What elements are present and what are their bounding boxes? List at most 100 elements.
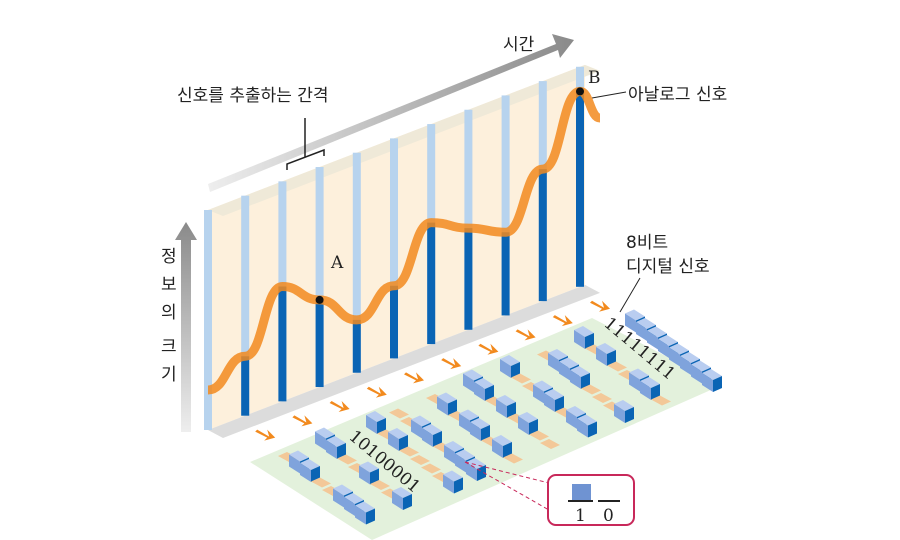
bit-cube-top [444,441,464,452]
bit-cube-left [518,416,529,435]
bit-cube-left [333,488,344,508]
magnitude-label-1: 정 [161,247,177,267]
bit-cube-left [566,410,577,429]
down-arrow-icon [441,358,462,370]
bit-cube-right [581,373,590,389]
sample-bar [576,91,584,287]
legend-zero: 0 [603,506,614,526]
down-arrow-icon [292,415,313,427]
point-a-marker [315,295,324,304]
sample-bar [390,285,398,359]
bit-cube-top [422,424,442,435]
bit-cube-top [443,470,463,482]
bit-cube-left [444,445,455,464]
bit-cube-top [702,369,722,380]
bit-cube-right [713,376,722,392]
bit-cube-left [466,462,477,481]
sample-bar [315,299,324,388]
bit-zero-tile [389,408,409,419]
sample-bar [501,232,510,316]
bit-cube-top [680,352,700,363]
down-arrow-icon [515,329,536,341]
bit-zero-tile [421,463,441,474]
bit-cube-top [289,450,309,462]
sample-bar [427,222,436,345]
bit-cube-left [315,431,326,451]
sample-bar-track [352,152,361,373]
bit-cube-left [411,419,422,439]
bit-cube-left [669,347,680,367]
bit-cube-top [392,487,412,498]
bit-cube-left [500,359,511,378]
bit-cube-left [455,453,466,473]
sample-bar [538,169,547,302]
cube-one-icon [572,484,591,501]
wall-floor [208,284,600,438]
bit-cube-left [289,454,300,474]
sampling-interval-label: 신호를 추출하는 간격 [177,86,329,106]
bit-zero-tile [410,455,430,465]
bit-cube-top [366,411,386,422]
bit-cube-right [311,466,320,482]
sample-bar-track [315,167,324,388]
bit-cube-left [574,330,585,349]
sample-bar [352,319,361,373]
bit-cube-top [596,343,616,354]
sample-bar-track [501,95,510,316]
bit-cube-top [315,427,335,439]
bit-zero-tile [607,361,627,372]
bit-cube-right [433,431,442,447]
bit-cube-top [658,335,678,346]
bit-cube-top [355,501,375,513]
axis-bar [204,210,212,430]
bit-zero-tile [503,453,523,464]
bit-cube-left [326,440,337,459]
bit-cube-top [492,435,512,446]
bit-cube-left [437,396,448,416]
analog-signal-label: 아날로그 신호 [628,85,727,105]
bit-cube-left [388,432,399,451]
bit-cube-left [533,384,544,404]
bit-cube-top [459,409,479,421]
bit-cube-left [366,415,377,434]
bit-cube-top [344,493,364,504]
magnitude-label-2: 보 [161,275,177,295]
bit-zero-tile [311,477,331,488]
bit-cube-left [570,370,581,389]
bit-cube-right [481,425,490,441]
bit-cube-right [403,494,412,510]
bit-cube-left [359,465,370,485]
bit-zero-tile [399,446,419,457]
bit-cube-left [459,413,470,433]
bit-cube-left [355,505,366,525]
bit-cube-left [422,428,433,447]
bit-cube-top [300,459,320,470]
bit-zero-tile [592,393,612,403]
bit-cube-top [669,343,689,355]
bit-cube-right [529,419,538,435]
bit-zero-tile [540,439,560,449]
bit-cube-left [691,364,702,384]
digital-label-line1: 8비트 [626,233,668,253]
bit-cube-top [333,484,353,496]
bit-cube-left [548,353,559,372]
bit-zero-tile [651,395,671,406]
bit-cube-top [566,406,586,417]
point-b-label: B [588,68,601,88]
bit-cube-left [647,330,658,350]
bit-cube-top [326,436,346,447]
magnitude-label-3: 의 [161,303,177,323]
bit-cube-left [625,313,636,333]
time-axis-arrow [208,34,574,192]
point-b-marker [576,87,584,96]
bit-zero-tile [337,454,357,465]
bit-cube-top [463,369,483,381]
bit-cube-left [544,393,555,412]
bit-cube-left [658,339,669,358]
bit-zero-tile [511,373,531,384]
bit-cube-right [454,477,463,494]
bit-cube-right [507,402,516,418]
bit-cube-top [544,389,564,400]
